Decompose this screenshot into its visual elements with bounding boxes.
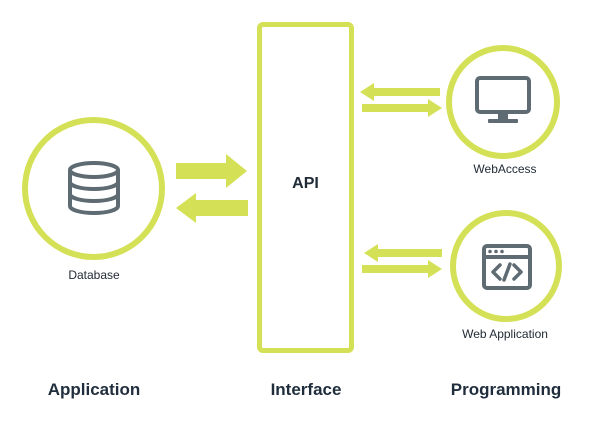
arrow-right-icon [362, 99, 442, 117]
webapp-node [450, 210, 562, 322]
api-label: API [292, 175, 319, 192]
arrow-right-icon [176, 154, 247, 188]
api-box [257, 22, 354, 353]
arrow-left-icon [360, 83, 440, 101]
arrow-right-icon [362, 260, 442, 278]
column-label-interface: Interface [270, 380, 342, 399]
database-icon [68, 161, 120, 215]
webaccess-label: WebAccess [473, 162, 537, 176]
database-label: Database [68, 268, 120, 282]
arrow-left-icon [176, 193, 248, 223]
column-label-application: Application [47, 380, 141, 399]
code-window-icon [482, 244, 532, 290]
webapp-label: Web Application [462, 327, 548, 341]
arrow-left-icon [364, 244, 442, 262]
webaccess-node [446, 45, 560, 159]
monitor-icon [475, 76, 531, 123]
column-label-programming: Programming [450, 380, 562, 399]
